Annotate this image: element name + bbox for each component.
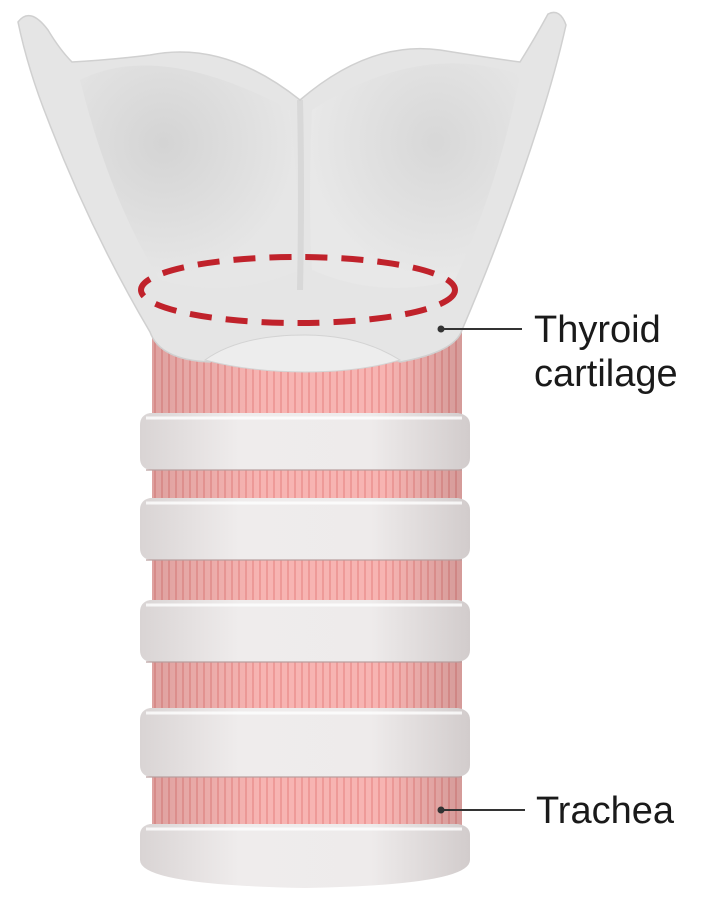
thyroid-cartilage [18,12,566,372]
label-trachea: Trachea [536,790,675,832]
label-thyroid-line1: Thyroid [534,309,661,351]
label-thyroid-line2: cartilage [534,353,678,395]
cartilage-midline [300,100,301,290]
tracheal-ring [140,498,470,560]
tracheal-ring [140,708,470,777]
labels: Thyroid cartilage Trachea [534,309,678,832]
tracheal-ring [140,413,470,470]
tracheal-ring [140,600,470,662]
tracheal-ring-bottom [140,824,470,888]
